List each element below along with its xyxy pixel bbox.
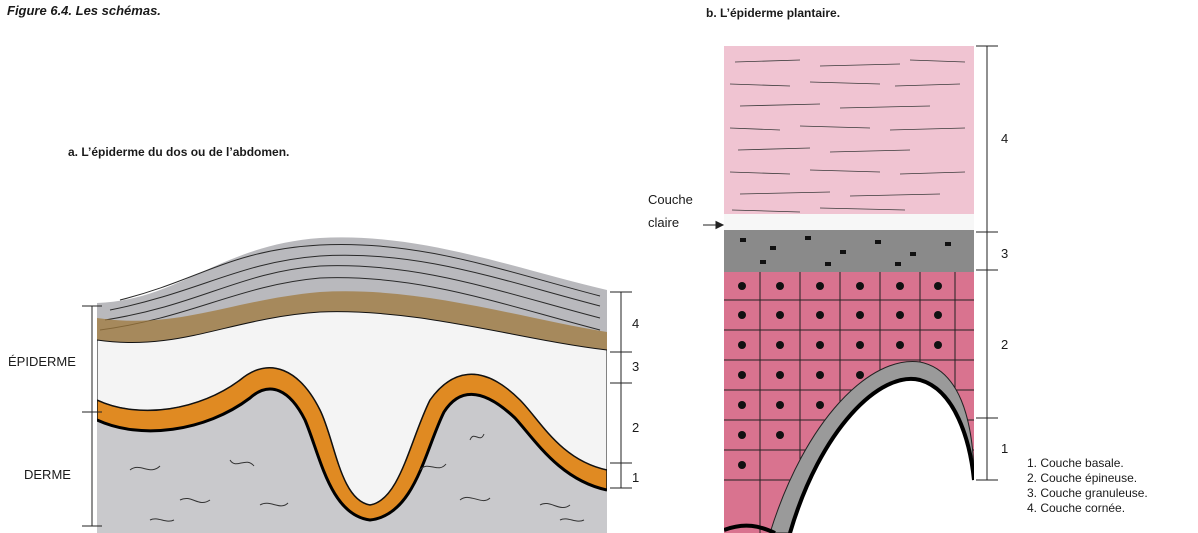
legend-item-granuleuse: 3. Couche granuleuse. <box>1027 486 1148 501</box>
panel-b-layer-3: 3 <box>1001 246 1008 261</box>
clear-layer-b <box>724 214 974 230</box>
legend: 1. Couche basale. 2. Couche épineuse. 3.… <box>1027 456 1148 516</box>
corneum-region-b <box>724 46 974 222</box>
panel-a-layer-3: 3 <box>632 359 639 374</box>
panel-a-illustration <box>97 237 607 533</box>
panel-b-layer-1: 1 <box>1001 441 1008 456</box>
panel-b-right-brackets <box>976 46 998 480</box>
panel-a-layer-2: 2 <box>632 420 639 435</box>
granular-layer-b <box>724 230 974 272</box>
panel-a-right-brackets <box>610 292 632 488</box>
label-couche: Couche <box>648 192 693 207</box>
label-derme: DERME <box>24 467 71 482</box>
legend-item-basale: 1. Couche basale. <box>1027 456 1148 471</box>
label-claire: claire <box>648 215 679 230</box>
legend-item-cornee: 4. Couche cornée. <box>1027 501 1148 516</box>
panel-b-layer-4: 4 <box>1001 131 1008 146</box>
panel-a-layer-1: 1 <box>632 470 639 485</box>
panel-a-layer-4: 4 <box>632 316 639 331</box>
panel-b-layer-2: 2 <box>1001 337 1008 352</box>
clear-layer-arrow <box>703 222 723 229</box>
panel-b-illustration <box>724 46 974 533</box>
label-epiderme: ÉPIDERME <box>8 354 76 369</box>
legend-item-epineuse: 2. Couche épineuse. <box>1027 471 1148 486</box>
